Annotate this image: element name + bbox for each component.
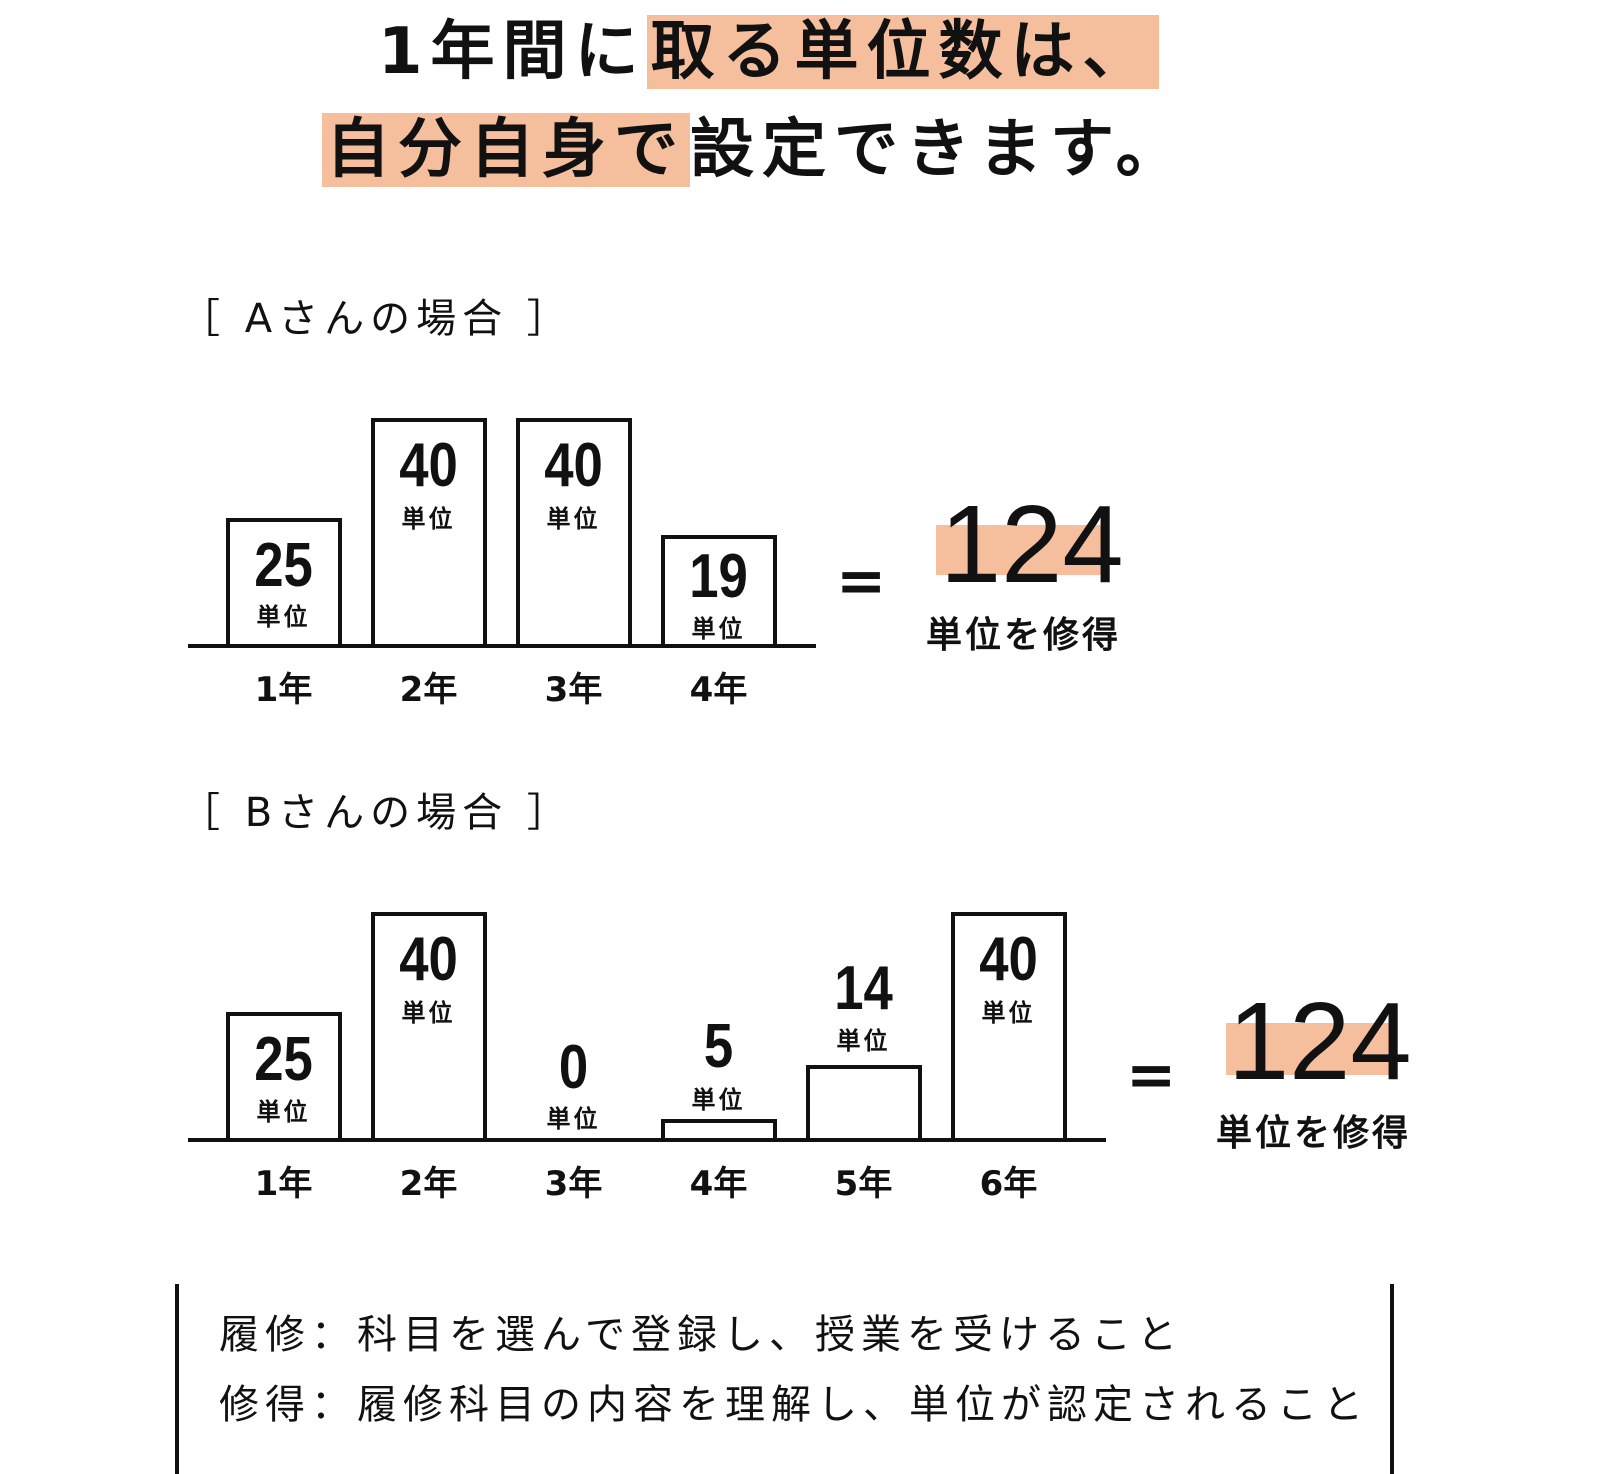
bar-b-5 [806,1065,922,1140]
unit-label: 単位 [836,1027,891,1055]
bar-a-1 [226,518,342,646]
value-label: 40 [399,925,458,994]
year-label: 5年 [834,1164,893,1204]
year-label: 4年 [689,1164,748,1204]
year-label: 1年 [254,1164,313,1204]
definition-rishu: 履修：科目を選んで登録し、授業を受けること [219,1312,1183,1358]
year-label: 4年 [689,670,748,710]
unit-label: 単位 [691,615,746,643]
bar-b-2 [371,912,487,1140]
bar-b-1 [226,1012,342,1140]
year-label: 2年 [399,670,458,710]
equals-sign: = [836,546,887,616]
year-label: 6年 [979,1164,1038,1204]
unit-label: 単位 [691,1086,746,1114]
total-label: 単位を修得 [1216,1113,1412,1154]
unit-label: 単位 [401,999,456,1027]
unit-label: 単位 [401,505,456,533]
bar-a-4 [661,535,777,646]
headline-plain: 1年間に [378,15,647,89]
chart-a-baseline [188,644,816,648]
unit-label: 単位 [981,999,1036,1027]
headline-highlight: 自分自身で [322,113,690,187]
bar-a-2 [371,418,487,646]
value-label: 40 [399,431,458,500]
headline-line-2: 自分自身で設定できます。 [322,110,1188,190]
bar-a-3 [516,418,632,646]
case-b-label: ［ Bさんの場合 ］ [180,790,573,836]
headline-line-1: 1年間に取る単位数は、 [378,12,1159,92]
total-value: 124 [1228,980,1412,1103]
bar-b-6 [951,912,1067,1140]
unit-label: 単位 [546,505,601,533]
year-label: 1年 [254,670,313,710]
year-label: 3年 [544,1164,603,1204]
equals-sign: = [1126,1040,1177,1110]
unit-label: 単位 [546,1105,601,1133]
value-label: 19 [689,542,748,611]
value-label: 5 [703,1012,734,1081]
definitions-box: 履修：科目を選んで登録し、授業を受けること 修得：履修科目の内容を理解し、単位が… [175,1284,1394,1474]
value-label: 40 [544,431,603,500]
year-label: 2年 [399,1164,458,1204]
headline-plain: 設定できます。 [690,113,1188,187]
value-label: 40 [979,925,1038,994]
total-highlight [1226,1023,1396,1075]
total-highlight [936,525,1106,575]
case-a-label: ［ Aさんの場合 ］ [180,296,573,342]
unit-label: 単位 [256,603,311,631]
bar-b-4 [661,1119,777,1140]
unit-label: 単位 [256,1098,311,1126]
value-label: 14 [834,954,893,1023]
value-label: 25 [254,1025,313,1094]
total-value: 124 [940,483,1124,606]
definition-shutoku: 修得：履修科目の内容を理解し、単位が認定されること [219,1382,1369,1428]
total-label: 単位を修得 [926,615,1122,656]
value-label: 25 [254,531,313,600]
year-label: 3年 [544,670,603,710]
chart-b-baseline [188,1138,1106,1142]
headline-highlight: 取る単位数は、 [646,15,1159,89]
value-label: 0 [558,1033,589,1102]
